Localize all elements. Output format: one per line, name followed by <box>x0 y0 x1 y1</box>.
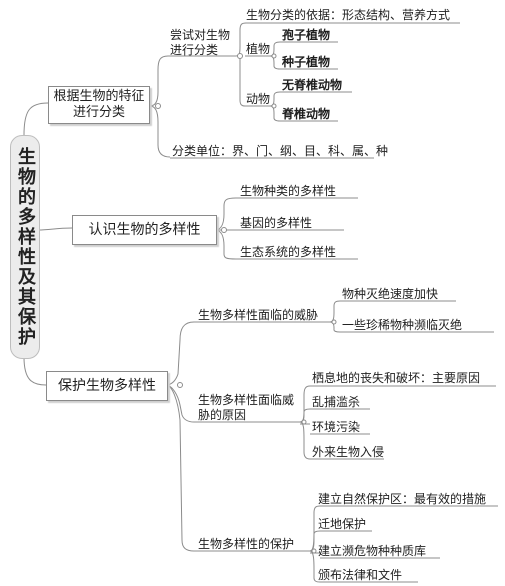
node-ecosystem-diversity: 生态系统的多样性 <box>240 245 337 259</box>
node-vertebrate: 脊椎动物 <box>282 107 331 121</box>
node-habitat-loss: 栖息地的丧失和破坏：主要原因 <box>312 371 481 385</box>
branch-classification: 根据生物的特征进行分类 <box>48 86 150 124</box>
node-hunting: 乱捕滥杀 <box>312 395 361 409</box>
node-classification-units: 分类单位：界、门、纲、目、科、属、种 <box>172 144 389 158</box>
node-germplasm-bank: 建立濒危物种种质库 <box>318 544 427 558</box>
node-nature-reserve: 建立自然保护区：最有效的措施 <box>318 492 487 506</box>
node-threat-causes: 生物多样性面临威胁的原因 <box>198 393 295 422</box>
node-species-diversity: 生物种类的多样性 <box>240 184 337 198</box>
node-gene-diversity: 基因的多样性 <box>240 216 313 230</box>
root-node: 生物的多样性及其保护 <box>10 135 40 359</box>
branch-diversity-title: 认识生物的多样性 <box>88 221 201 238</box>
node-seed-plant: 种子植物 <box>282 55 331 69</box>
node-try-classify: 尝试对生物进行分类 <box>170 28 231 57</box>
node-invasive-species: 外来生物入侵 <box>312 445 385 459</box>
branch-protection: 保护生物多样性 <box>46 371 168 401</box>
node-laws: 颁布法律和文件 <box>318 568 403 582</box>
branch-diversity: 认识生物的多样性 <box>72 215 217 245</box>
branch-classification-title: 根据生物的特征进行分类 <box>53 89 145 120</box>
node-pollution: 环境污染 <box>312 420 361 434</box>
node-protection-measures: 生物多样性的保护 <box>198 537 295 551</box>
node-plant: 植物 <box>246 42 271 56</box>
node-ex-situ: 迁地保护 <box>318 517 367 531</box>
node-threats: 生物多样性面临的威胁 <box>198 308 319 322</box>
branch-protection-title: 保护生物多样性 <box>58 377 156 394</box>
node-classify-basis: 生物分类的依据：形态结构、营养方式 <box>246 8 451 22</box>
node-rare-species: 一些珍稀物种濒临灭绝 <box>342 318 463 332</box>
node-spore-plant: 孢子植物 <box>282 28 331 42</box>
node-animal: 动物 <box>246 92 271 106</box>
node-extinction-speed: 物种灭绝速度加快 <box>342 287 439 301</box>
node-invertebrate: 无脊椎动物 <box>282 78 343 92</box>
root-title: 生物的多样性及其保护 <box>15 147 36 347</box>
